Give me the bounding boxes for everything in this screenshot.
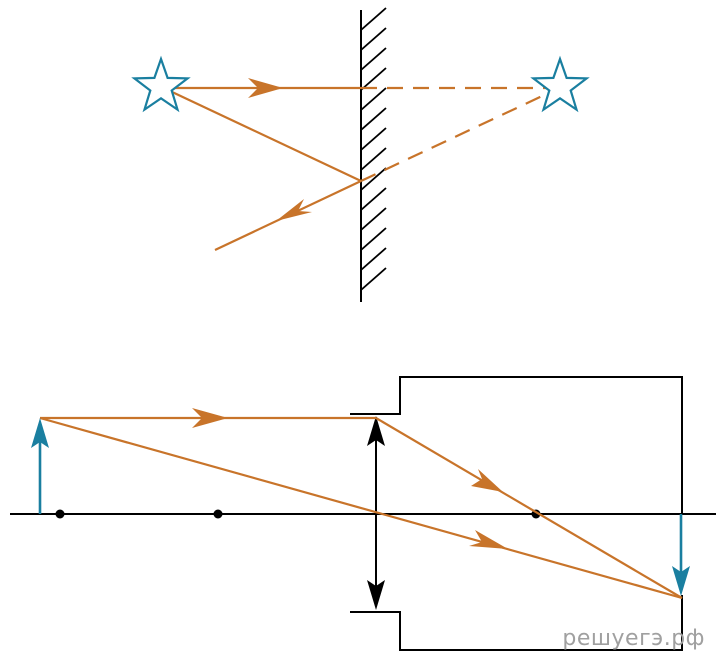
star-image-icon: [530, 55, 590, 113]
lens-arrowhead-bottom: [367, 580, 385, 610]
central-ray: [39, 416, 683, 600]
lens-arrowhead-top: [367, 416, 385, 446]
mirror-hatching: [360, 7, 387, 291]
dashed-extension-oblique: [360, 89, 556, 182]
object-arrowhead: [31, 418, 49, 448]
focal-point-f-left: [213, 509, 223, 519]
ray-arrowhead: [469, 530, 508, 549]
ray-arrowhead: [192, 408, 228, 428]
screen-outline-bottom: [350, 595, 683, 651]
star-object-icon: [131, 55, 191, 113]
focal-point-2f-left: [55, 509, 65, 519]
incident-ray-oblique: [169, 90, 362, 182]
screen-outline-top: [350, 376, 683, 514]
image-arrowhead: [672, 566, 690, 596]
mirror-diagram: [131, 7, 590, 302]
ray-arrowhead: [248, 78, 283, 98]
ray-arrowhead: [276, 199, 312, 221]
ray-arrowhead: [471, 469, 503, 492]
refracted-ray: [375, 417, 683, 599]
lens-diagram: [10, 376, 716, 651]
watermark: решуегэ.рф: [562, 626, 705, 651]
